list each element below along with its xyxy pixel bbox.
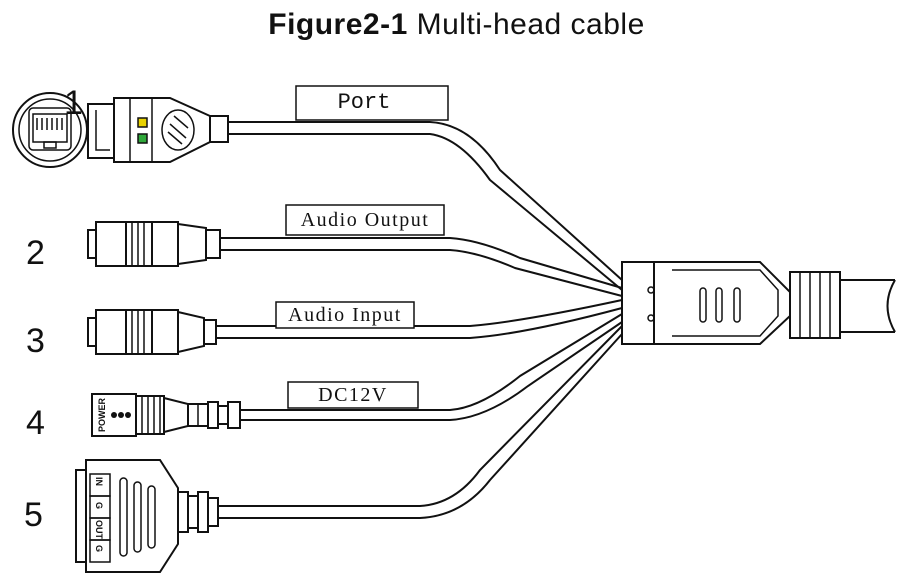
terminal-pin-label: IN <box>94 477 104 486</box>
terminal-pin-label: OUT <box>94 520 104 540</box>
figure-caption: Multi-head cable <box>416 8 645 41</box>
power-marking: POWER <box>97 397 107 432</box>
audio-input-label: Audio Input <box>288 304 402 326</box>
port-number: 2 <box>26 234 45 272</box>
port-number: 4 <box>26 404 45 442</box>
audio-output-connector <box>87 221 221 267</box>
label-dc12v: DC12V <box>287 381 419 409</box>
port-number: 3 <box>26 322 45 360</box>
port-number: 5 <box>24 496 43 534</box>
rj45-port-connector <box>12 92 229 168</box>
audio-output-label: Audio Output <box>301 209 430 231</box>
yellow-led-icon <box>137 117 148 128</box>
cable-bundle <box>216 121 623 519</box>
terminal-pin-label: G <box>94 545 104 552</box>
alarm-terminal-connector: IN G OUT G <box>75 459 219 573</box>
label-port: Port <box>295 85 449 121</box>
figure-title: Figure2-1 Multi-head cable <box>0 8 913 42</box>
figure-id: Figure2-1 <box>268 8 408 41</box>
port-label: Port <box>338 90 391 115</box>
main-connector-head <box>621 261 896 345</box>
terminal-pin-label: G <box>94 502 104 509</box>
label-audio-input: Audio Input <box>275 301 415 329</box>
port-number: 1 <box>64 84 83 122</box>
dc12v-label: DC12V <box>318 384 388 406</box>
dc-power-connector: POWER <box>91 393 241 437</box>
audio-input-connector <box>87 309 217 355</box>
green-led-icon <box>137 133 148 144</box>
label-audio-output: Audio Output <box>285 204 445 236</box>
